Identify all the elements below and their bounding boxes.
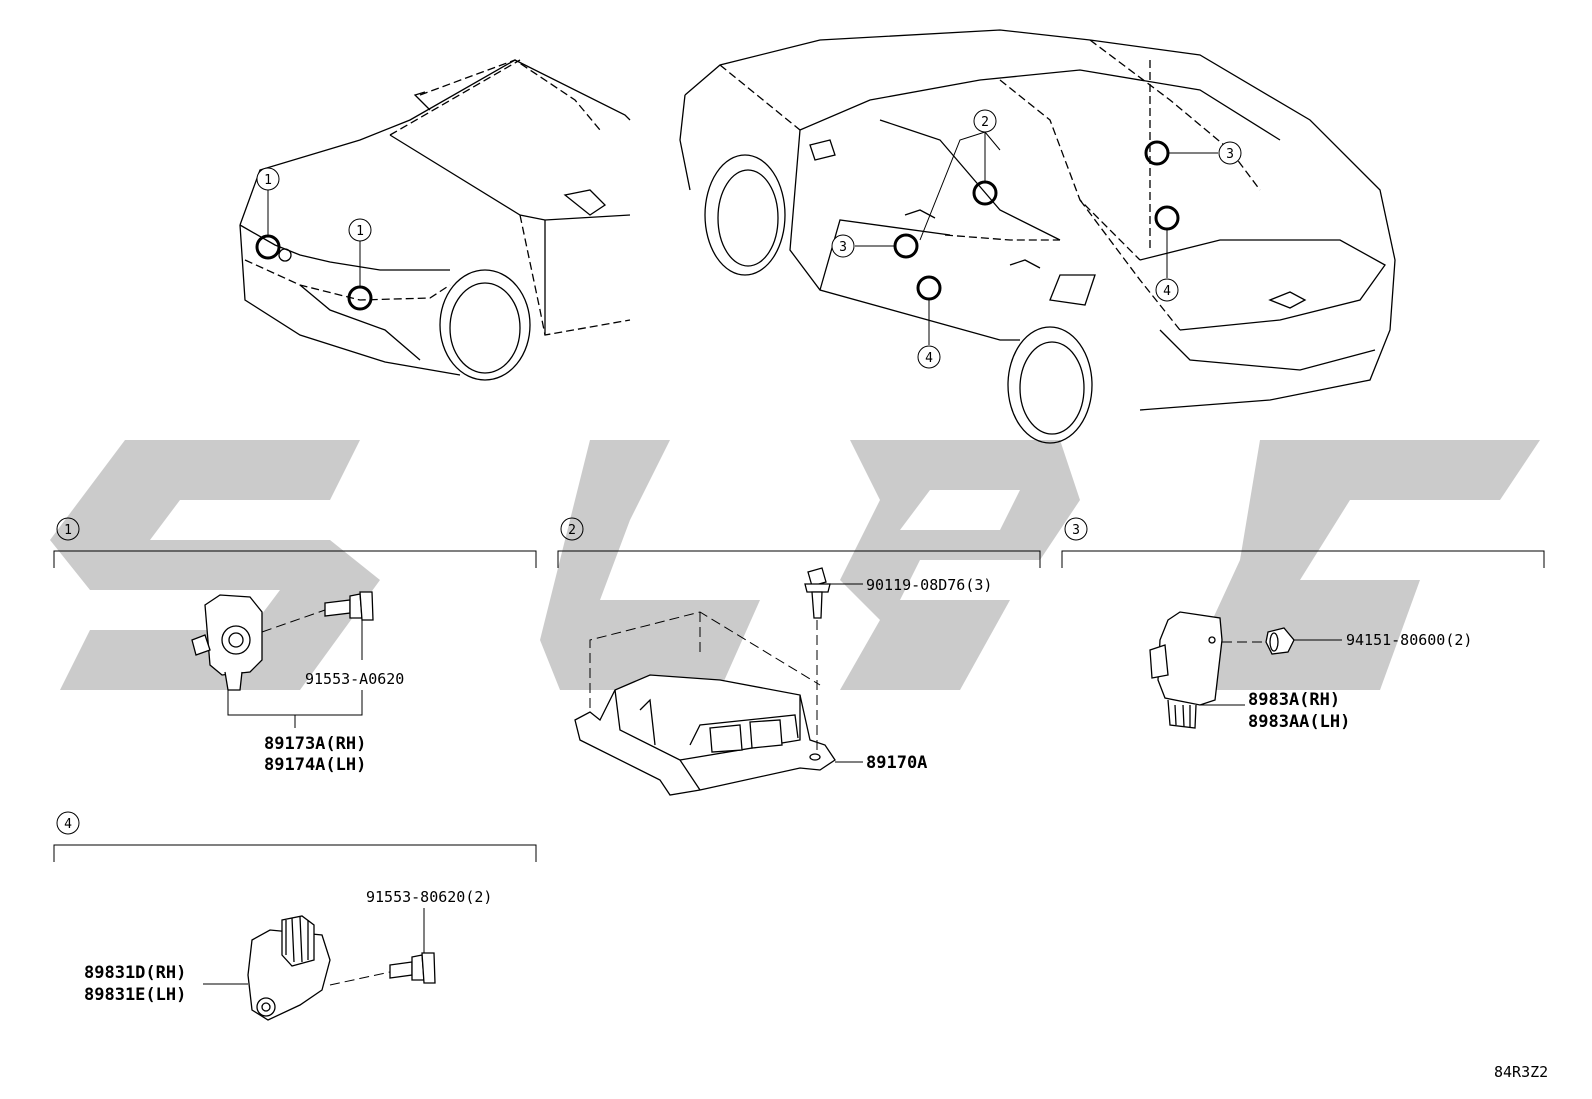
front-sensor-leaders	[227, 609, 363, 728]
part-label-91553-a0620: 91553-A0620	[305, 670, 404, 688]
rear-callout-4b: 4	[1163, 284, 1171, 299]
pillar-sensor-leaders	[203, 908, 425, 986]
door-sensor-leaders	[1200, 639, 1342, 706]
section-headers	[53, 517, 1545, 862]
front-car-overview	[239, 59, 631, 381]
pillar-sensor-bolt	[389, 952, 436, 984]
rear-callout-4a: 4	[925, 351, 933, 366]
part-label-8983a-rh: 8983A(RH)	[1248, 690, 1340, 710]
front-callout-1b: 1	[356, 224, 364, 239]
section-3-number: 3	[1072, 523, 1080, 538]
part-label-8983aa-lh: 8983AA(LH)	[1248, 712, 1350, 732]
part-label-94151-80600: 94151-80600(2)	[1346, 631, 1472, 649]
front-callout-1a: 1	[264, 173, 272, 188]
part-label-89174a-lh: 89174A(LH)	[264, 755, 366, 775]
front-sensor-drawing	[191, 594, 263, 691]
section-1-number: 1	[64, 523, 72, 538]
part-label-89173a-rh: 89173A(RH)	[264, 734, 366, 754]
door-sensor-drawing	[1149, 611, 1223, 729]
part-label-89831e-lh: 89831E(LH)	[84, 985, 186, 1005]
section-2-number: 2	[568, 523, 576, 538]
airbag-ecu-leaders	[589, 583, 863, 763]
front-sensor-bolt	[324, 591, 374, 621]
pillar-sensor-drawing	[247, 915, 331, 1021]
section-4-number: 4	[64, 817, 72, 832]
airbag-ecu-bolt	[804, 567, 831, 619]
rear-callout-3b: 3	[1226, 147, 1234, 162]
airbag-ecu-drawing	[574, 674, 836, 796]
rear-car-overview	[679, 29, 1396, 444]
watermark-logo	[50, 440, 1540, 690]
rear-callout-2: 2	[981, 115, 989, 130]
part-label-91553-80620: 91553-80620(2)	[366, 888, 492, 906]
part-label-89170a: 89170A	[866, 753, 927, 773]
door-sensor-nut	[1265, 627, 1295, 655]
rear-callout-markers	[831, 109, 1242, 369]
diagram-code: 84R3Z2	[1494, 1063, 1548, 1081]
rear-callout-3a: 3	[839, 240, 847, 255]
front-callout-markers	[255, 167, 373, 311]
part-label-89831d-rh: 89831D(RH)	[84, 963, 186, 983]
part-label-90119-08d76: 90119-08D76(3)	[866, 576, 992, 594]
